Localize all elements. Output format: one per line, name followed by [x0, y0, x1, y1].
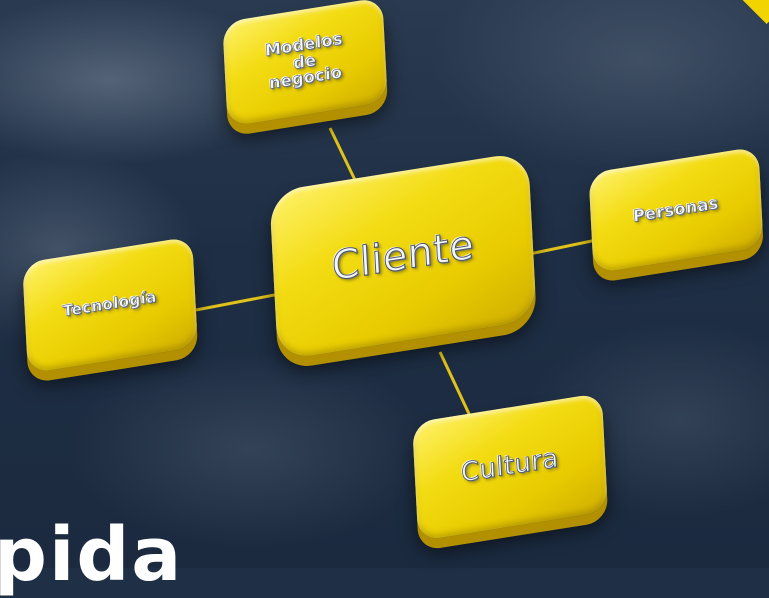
connector-top [328, 127, 357, 181]
connector-bottom [438, 351, 472, 417]
bottom-text-fragment: pida [0, 512, 184, 598]
node-tecnologia-label: Tecnología [62, 287, 158, 321]
node-modelos-de-negocio-label: Modelos de negocio [264, 28, 345, 93]
node-cultura-label: Cultura [460, 443, 560, 490]
node-cliente-label: Cliente [330, 221, 476, 291]
node-personas-label: Personas [632, 192, 720, 226]
